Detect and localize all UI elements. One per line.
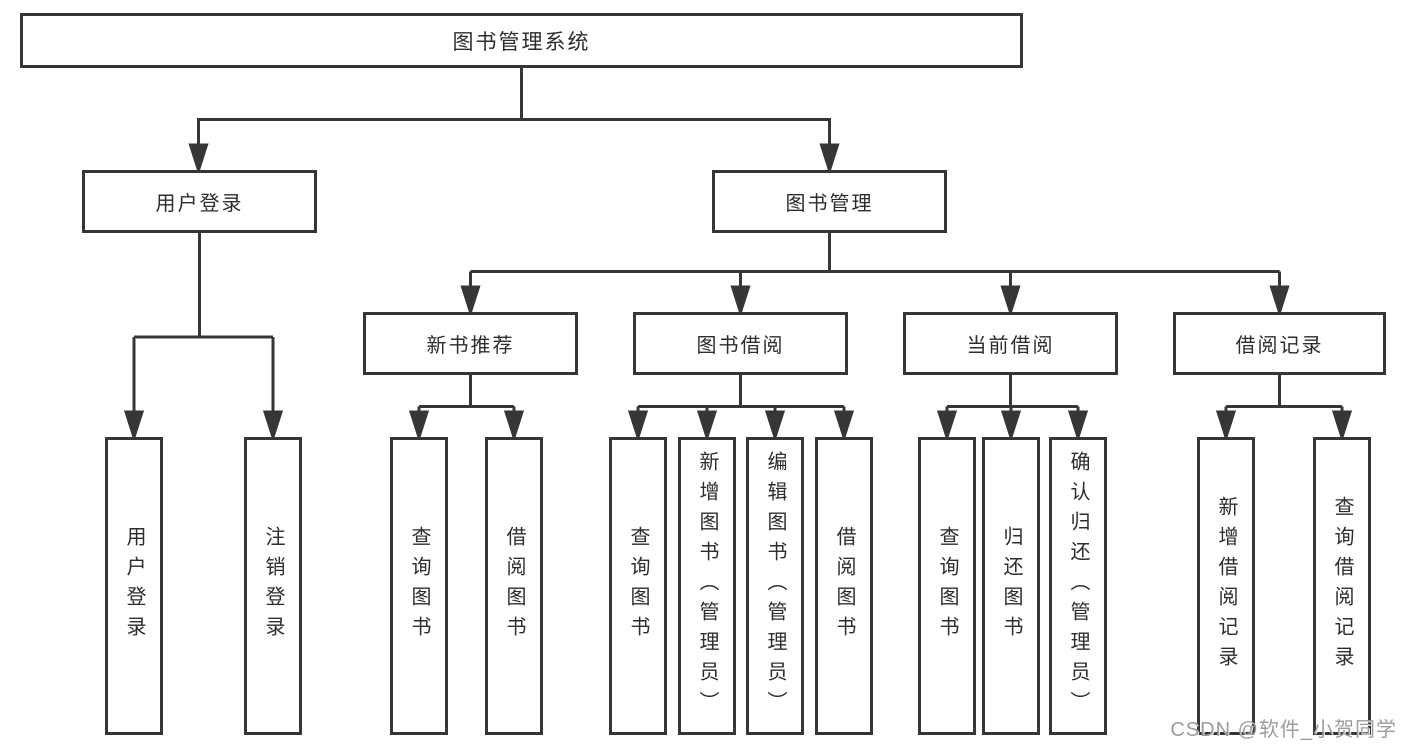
node-login-group: 用户登录 [82,170,317,233]
node-nbr-borrow: 借阅图书 [485,437,543,735]
node-cb-return-label: 归还图书 [1000,526,1022,646]
connector-book-borrow [627,375,855,442]
node-bb-borrow: 借阅图书 [815,437,873,735]
node-nbr-query: 查询图书 [390,437,448,735]
node-bb-add: 新增图书（管理员） [678,437,736,735]
node-bb-borrow-label: 借阅图书 [833,526,855,646]
node-nbr-query-label: 查询图书 [408,526,430,646]
node-current-borrow: 当前借阅 [903,312,1118,375]
node-cb-confirm-label: 确认归还（管理员） [1067,451,1089,721]
node-new-book-rec-label: 新书推荐 [426,335,515,357]
node-leaf-logout-label: 注销登录 [262,526,284,646]
node-cb-return: 归还图书 [982,437,1040,735]
node-leaf-logout: 注销登录 [244,437,302,735]
node-bb-query: 查询图书 [609,437,667,735]
node-cb-confirm: 确认归还（管理员） [1049,437,1107,735]
node-root: 图书管理系统 [20,13,1023,68]
node-bb-edit-label: 编辑图书（管理员） [764,451,786,721]
node-bb-edit: 编辑图书（管理员） [746,437,804,735]
csdn-watermark: CSDN @软件_小贺同学 [1170,719,1397,741]
node-new-book-rec: 新书推荐 [363,312,578,375]
node-br-query-label: 查询借阅记录 [1331,496,1353,676]
node-br-add-label: 新增借阅记录 [1215,496,1237,676]
node-leaf-user-login: 用户登录 [105,437,163,735]
node-br-query: 查询借阅记录 [1313,437,1371,735]
node-br-add: 新增借阅记录 [1197,437,1255,735]
node-leaf-user-login-label: 用户登录 [123,526,145,646]
node-cb-query: 查询图书 [918,437,976,735]
connector-book-mgmt [460,233,1290,317]
node-root-label: 图书管理系统 [452,30,591,54]
node-bb-add-label: 新增图书（管理员） [696,451,718,721]
node-book-mgmt: 图书管理 [712,170,947,233]
connector-root [188,68,840,175]
node-book-borrow: 图书借阅 [633,312,848,375]
connector-new-book-rec [408,375,525,442]
node-bb-query-label: 查询图书 [627,526,649,646]
node-book-mgmt-label: 图书管理 [785,193,874,215]
connector-borrow-record [1215,375,1353,442]
node-book-borrow-label: 图书借阅 [696,335,785,357]
connector-current-borrow [936,375,1089,442]
node-cb-query-label: 查询图书 [936,526,958,646]
node-nbr-borrow-label: 借阅图书 [503,526,525,646]
connector-login-group [123,233,284,442]
node-borrow-record-label: 借阅记录 [1235,335,1324,357]
node-login-group-label: 用户登录 [155,193,244,215]
node-borrow-record: 借阅记录 [1173,312,1386,375]
node-current-borrow-label: 当前借阅 [966,335,1055,357]
